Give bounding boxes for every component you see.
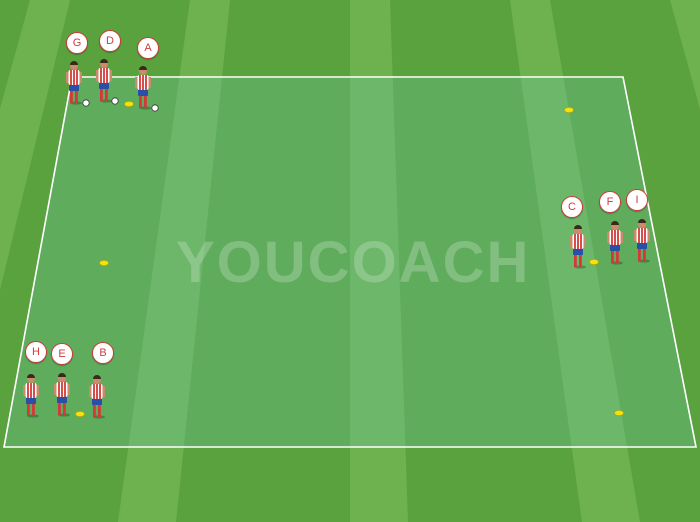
- player-label: B: [92, 342, 114, 364]
- ball-icon: [111, 97, 119, 105]
- cone-icon: [124, 101, 134, 107]
- player-label: H: [25, 341, 47, 363]
- ball-icon: [151, 104, 159, 112]
- player-icon: [607, 221, 623, 265]
- field-area: [3, 76, 697, 448]
- balls: [82, 97, 159, 112]
- player-icon: [54, 373, 70, 417]
- player-icon: [634, 219, 650, 263]
- player-label: E: [51, 343, 73, 365]
- youcoach-watermark: YOUCOACH: [176, 230, 531, 295]
- players: [23, 59, 650, 419]
- cone-icon: [589, 259, 599, 265]
- player-label: D: [99, 30, 121, 52]
- cone-icon: [614, 410, 624, 416]
- player-label: C: [561, 196, 583, 218]
- cone-icon: [564, 107, 574, 113]
- player-label: F: [599, 191, 621, 213]
- player-icon: [89, 375, 105, 419]
- player-label: A: [137, 37, 159, 59]
- player-label: G: [66, 32, 88, 54]
- cone-icon: [75, 411, 85, 417]
- player-icon: [66, 61, 82, 105]
- player-label: I: [626, 189, 648, 211]
- grass-stripe: [118, 0, 230, 522]
- grass-stripe: [350, 0, 408, 522]
- cones: [75, 101, 624, 417]
- player-icon: [135, 66, 151, 110]
- cone-icon: [99, 260, 109, 266]
- player-icon: [23, 374, 39, 418]
- ball-icon: [82, 99, 90, 107]
- player-icon: [96, 59, 112, 103]
- player-icon: [570, 225, 586, 269]
- grass-stripe: [0, 0, 70, 290]
- grass-stripe: [670, 0, 700, 109]
